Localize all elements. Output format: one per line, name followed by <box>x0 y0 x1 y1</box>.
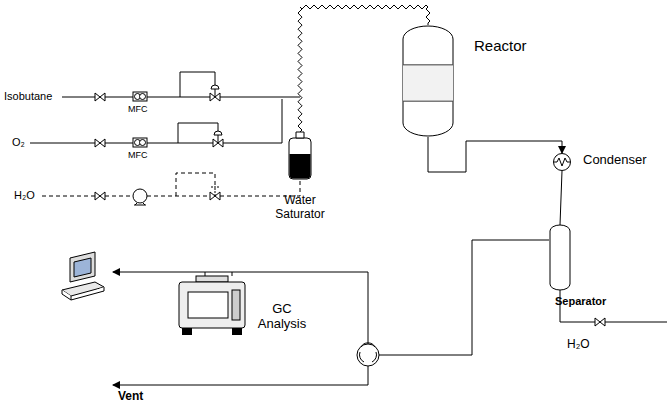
equipment-symbol <box>553 153 571 171</box>
bypass-line <box>176 173 215 196</box>
six-port-valve <box>357 343 379 366</box>
water-line <box>42 181 300 196</box>
stream-label: MFC <box>128 104 148 114</box>
stream-label: H₂O <box>14 189 35 202</box>
control-valves <box>210 85 223 200</box>
signal-line <box>205 272 206 276</box>
equipment-node: GC Analysis <box>178 276 246 336</box>
equipment-node: Condenser <box>553 153 571 171</box>
process-line <box>560 171 562 225</box>
stream-label: O₂ <box>12 136 25 149</box>
mfc-symbols <box>133 92 147 147</box>
equipment-node: Water Saturator <box>288 132 312 180</box>
equipment-node: Reactor <box>402 25 454 137</box>
equipment-symbol <box>178 276 246 336</box>
equipment-label: Condenser <box>583 153 647 168</box>
vent-line <box>113 366 368 385</box>
stream-label: Vent <box>118 390 143 404</box>
equipment-label: Water Saturator <box>264 194 336 222</box>
gate-valves <box>95 93 605 326</box>
equipment-label: Separator <box>555 295 606 308</box>
equipment-symbol <box>288 132 312 180</box>
stream-label: Isobutane <box>4 90 52 103</box>
equipment-label: Reactor <box>474 37 527 54</box>
equipment-symbol <box>402 25 454 137</box>
stream-label: MFC <box>128 150 148 160</box>
stream-label: H₂O <box>567 338 590 352</box>
equipment-symbol <box>549 225 571 290</box>
equipment-label: GC Analysis <box>252 302 312 332</box>
process-line <box>428 137 562 172</box>
computer-icon <box>62 252 104 300</box>
equipment-node: Separator <box>549 225 571 290</box>
bypass-line <box>178 123 218 143</box>
process-line <box>232 240 549 355</box>
feed-line <box>30 99 282 143</box>
pump-symbol <box>133 189 147 205</box>
signal-line <box>113 272 232 273</box>
